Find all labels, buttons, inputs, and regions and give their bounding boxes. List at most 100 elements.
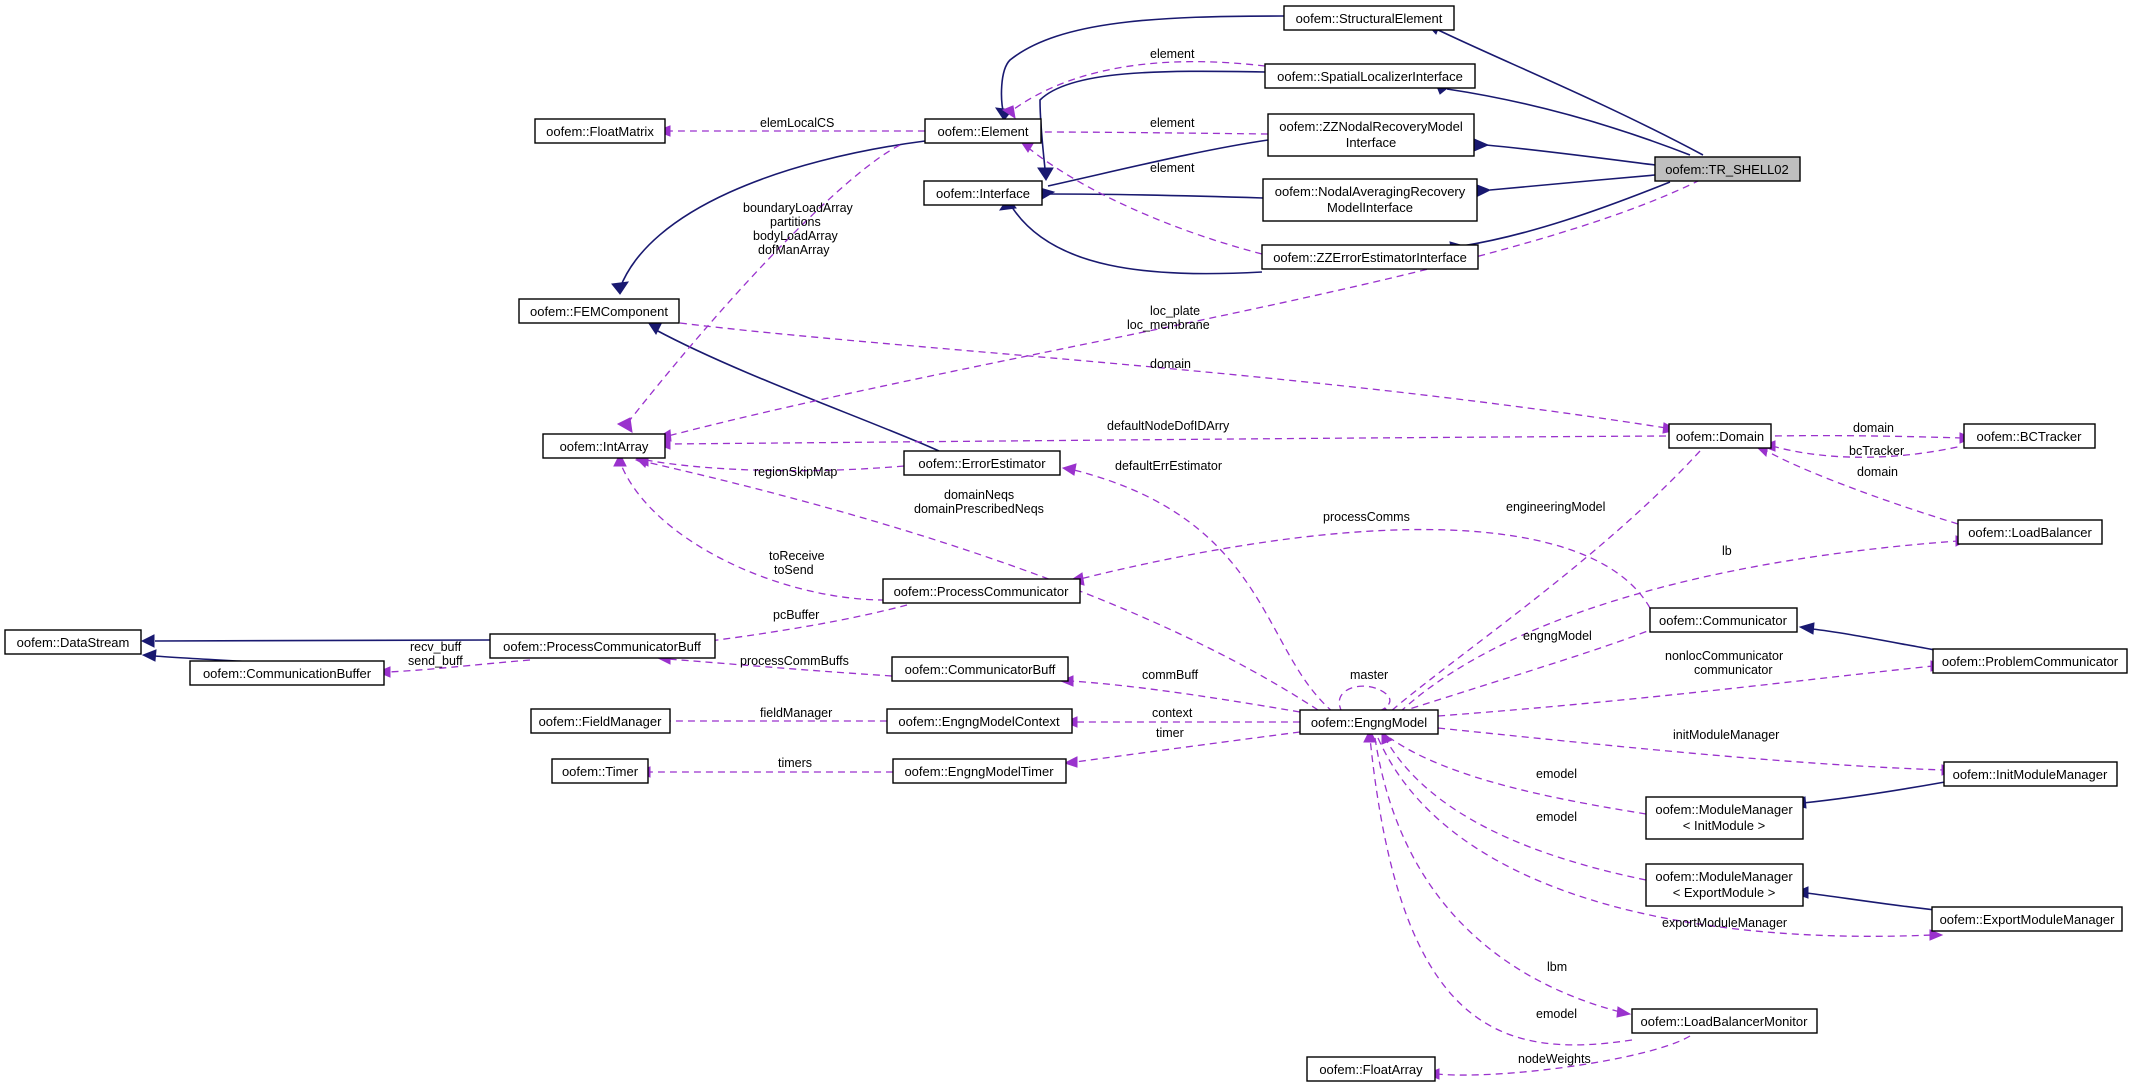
node-engng-model-context[interactable]: oofem::EngngModelContext — [886, 708, 1073, 734]
node-data-stream[interactable]: oofem::DataStream — [4, 629, 142, 655]
arrowhead-int-array-process — [613, 452, 627, 467]
node-domain[interactable]: oofem::Domain — [1668, 423, 1772, 449]
edge-tr-shell02-to-spatial-localizer — [1446, 88, 1691, 156]
label-lb: lb — [1722, 544, 1732, 558]
label-domain-neqs: domainNeqs — [944, 488, 1014, 502]
node-load-balancer[interactable]: oofem::LoadBalancer — [1957, 519, 2103, 545]
label-emodel-lbm: emodel — [1536, 1007, 1577, 1021]
node-label: oofem::EngngModel — [1311, 715, 1427, 730]
node-spatial-localizer-interface[interactable]: oofem::SpatialLocalizerInterface — [1264, 63, 1476, 89]
node-module-manager-export-module[interactable]: oofem::ModuleManager < ExportModule > — [1645, 863, 1804, 907]
node-label: oofem::FloatMatrix — [546, 124, 654, 139]
node-field-manager[interactable]: oofem::FieldManager — [530, 708, 671, 734]
edge-communicator-process-communicator — [1079, 528, 1651, 609]
label-region-skip-map: regionSkipMap — [754, 465, 837, 479]
node-engng-model[interactable]: oofem::EngngModel — [1299, 709, 1439, 735]
edge-labels: element element element elemLocalCS boun… — [408, 47, 1904, 1066]
edge-spatial-localizer-element — [1009, 61, 1266, 113]
node-label: oofem::CommunicatorBuff — [905, 662, 1056, 677]
node-label: oofem::ProcessCommunicatorBuff — [503, 639, 701, 654]
arrowhead-engng-lbm — [1363, 728, 1377, 743]
arrowhead-zz-nodal-recovery — [1473, 138, 1490, 152]
arrowhead-error-estimator — [1061, 463, 1077, 476]
edge-export-module-manager — [1377, 737, 1933, 937]
edge-domain-int-array — [667, 435, 1667, 445]
edge-domain-bc-tracker — [1771, 434, 1963, 439]
node-process-communicator[interactable]: oofem::ProcessCommunicator — [882, 578, 1081, 604]
node-fem-component[interactable]: oofem::FEMComponent — [518, 298, 680, 324]
node-timer[interactable]: oofem::Timer — [551, 758, 649, 784]
node-element[interactable]: oofem::Element — [924, 118, 1042, 144]
usage-edges — [387, 61, 1963, 1076]
edge-tr-shell02-to-structural-element — [1433, 27, 1704, 156]
node-label-line2: < ExportModule > — [1673, 885, 1776, 900]
arrowhead-communicator — [1798, 622, 1815, 635]
node-label: oofem::Element — [937, 124, 1028, 139]
edge-tr-shell02-to-nodal-averaging — [1489, 174, 1656, 191]
edge-load-balancer-domain — [1764, 449, 1959, 525]
label-bc-tracker: bcTracker — [1849, 444, 1904, 458]
node-tr-shell02[interactable]: oofem::TR_SHELL02 — [1654, 156, 1801, 182]
edge-zz-error-to-interface — [1009, 203, 1263, 275]
label-elem-local-cs: elemLocalCS — [760, 116, 834, 130]
edge-tr-shell02-int-array — [667, 179, 1701, 437]
edge-element-to-fem-component — [619, 140, 926, 289]
node-bc-tracker[interactable]: oofem::BCTracker — [1963, 423, 2096, 449]
node-label: oofem::DataStream — [17, 635, 130, 650]
label-to-receive: toReceive — [769, 549, 825, 563]
edge-communicator-buff-process-communicator-buff — [667, 658, 893, 677]
edge-lbm-engng-model — [1374, 737, 1621, 1013]
node-zz-nodal-recovery-model-interface[interactable]: oofem::ZZNodalRecoveryModel Interface — [1267, 113, 1475, 157]
node-label: oofem::InitModuleManager — [1953, 767, 2108, 782]
node-init-module-manager[interactable]: oofem::InitModuleManager — [1943, 761, 2118, 787]
usage-arrowheads — [376, 105, 1974, 1080]
node-label: oofem::ProcessCommunicator — [894, 584, 1070, 599]
label-process-comm-buffs: processCommBuffs — [740, 654, 849, 668]
node-structural-element[interactable]: oofem::StructuralElement — [1283, 5, 1455, 31]
edge-engng-model-master — [1338, 685, 1391, 713]
label-element-spatial: element — [1150, 47, 1195, 61]
label-comm-buff: commBuff — [1142, 668, 1199, 682]
label-timer: timer — [1156, 726, 1184, 740]
node-label: oofem::EngngModelContext — [898, 714, 1060, 729]
node-interface[interactable]: oofem::Interface — [923, 180, 1043, 206]
node-problem-communicator[interactable]: oofem::ProblemCommunicator — [1932, 648, 2128, 674]
node-communication-buffer[interactable]: oofem::CommunicationBuffer — [189, 660, 385, 686]
node-float-matrix[interactable]: oofem::FloatMatrix — [534, 118, 666, 144]
node-float-array[interactable]: oofem::FloatArray — [1306, 1056, 1436, 1082]
node-communicator-buff[interactable]: oofem::CommunicatorBuff — [891, 656, 1069, 682]
node-label-line2: Interface — [1346, 135, 1397, 150]
node-communicator[interactable]: oofem::Communicator — [1649, 607, 1798, 633]
label-partitions: partitions — [770, 215, 821, 229]
node-zz-error-estimator-interface[interactable]: oofem::ZZErrorEstimatorInterface — [1261, 244, 1479, 270]
node-label-line1: oofem::ModuleManager — [1655, 802, 1793, 817]
arrowhead-int-array-element — [616, 417, 633, 433]
label-send-buff: send_buff — [408, 654, 463, 668]
node-int-array[interactable]: oofem::IntArray — [542, 433, 666, 459]
node-error-estimator[interactable]: oofem::ErrorEstimator — [903, 450, 1061, 476]
node-label: oofem::FloatArray — [1319, 1062, 1423, 1077]
edge-error-estimator-int-array — [645, 459, 905, 472]
node-module-manager-init-module[interactable]: oofem::ModuleManager < InitModule > — [1645, 796, 1804, 840]
node-label: oofem::IntArray — [560, 439, 649, 454]
node-export-module-manager[interactable]: oofem::ExportModuleManager — [1931, 906, 2123, 932]
node-label: oofem::Timer — [562, 764, 639, 779]
node-nodal-averaging-recovery-model-interface[interactable]: oofem::NodalAveragingRecovery ModelInter… — [1262, 178, 1478, 222]
label-body-load-array: bodyLoadArray — [753, 229, 839, 243]
edge-process-communicator-pc-buffer — [701, 604, 908, 643]
label-domain-lb: domain — [1857, 465, 1898, 479]
label-pc-buffer: pcBuffer — [773, 608, 819, 622]
node-engng-model-timer[interactable]: oofem::EngngModelTimer — [892, 758, 1067, 784]
node-label: oofem::Domain — [1676, 429, 1764, 444]
node-label-line2: ModelInterface — [1327, 200, 1413, 215]
label-to-send: toSend — [774, 563, 814, 577]
label-domain-fem: domain — [1150, 357, 1191, 371]
node-load-balancer-monitor[interactable]: oofem::LoadBalancerMonitor — [1631, 1008, 1818, 1034]
label-timers: timers — [778, 756, 812, 770]
label-lbm: lbm — [1547, 960, 1567, 974]
node-label-line2: < InitModule > — [1683, 818, 1765, 833]
node-label: oofem::CommunicationBuffer — [203, 666, 372, 681]
node-process-communicator-buff[interactable]: oofem::ProcessCommunicatorBuff — [489, 633, 716, 659]
